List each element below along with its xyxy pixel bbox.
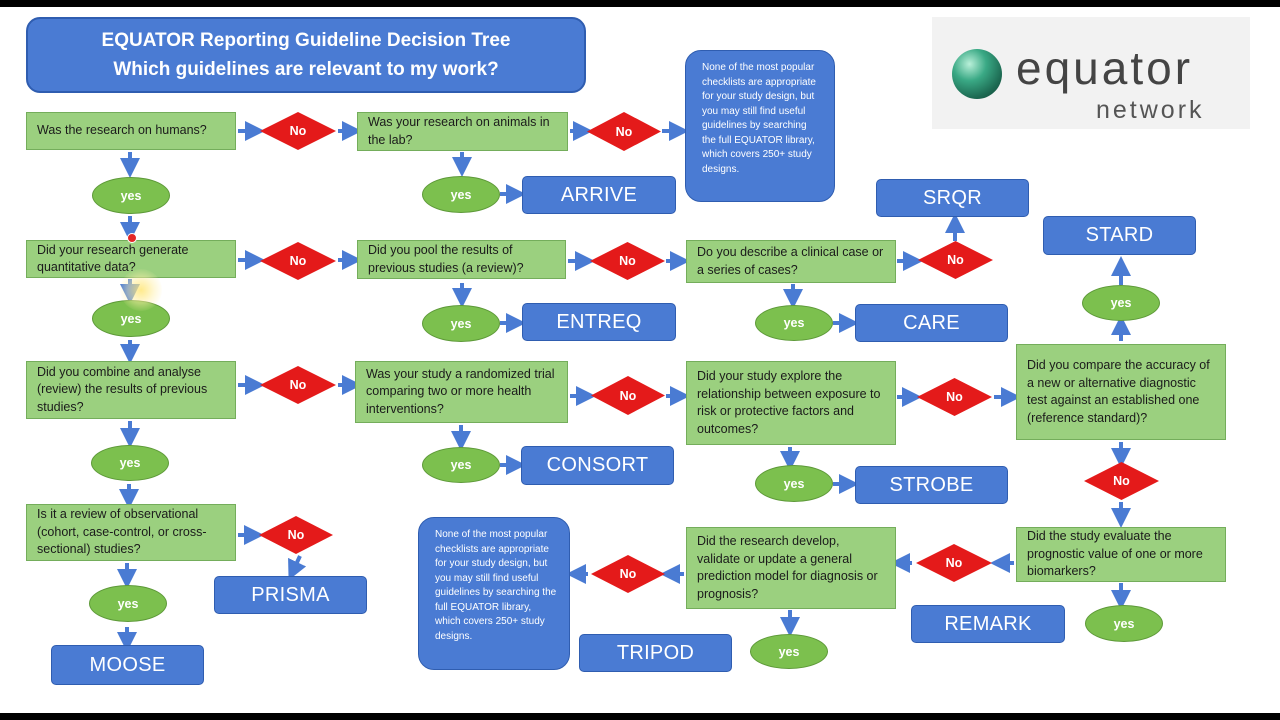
title-banner: EQUATOR Reporting Guideline Decision Tre…: [26, 17, 586, 93]
guideline-remark: REMARK: [911, 605, 1065, 643]
title-line-1: EQUATOR Reporting Guideline Decision Tre…: [101, 30, 511, 51]
guideline-tripod: TRIPOD: [579, 634, 732, 672]
question-clinical-case: Do you describe a clinical case or a ser…: [686, 240, 896, 283]
note-no-checklist-top: None of the most popular checklists are …: [685, 50, 835, 202]
yes-combine: yes: [91, 445, 169, 481]
guideline-consort: CONSORT: [521, 446, 674, 485]
question-combine: Did you combine and analyse (review) the…: [26, 361, 236, 419]
yes-prediction: yes: [750, 634, 828, 669]
no-quantitative-label: No: [289, 254, 307, 268]
yes-biomarkers: yes: [1085, 605, 1163, 642]
no-observational-label: No: [287, 528, 305, 542]
question-rct: Was your study a randomized trial compar…: [355, 361, 568, 423]
question-diagnostic: Did you compare the accuracy of a new or…: [1016, 344, 1226, 440]
no-animals-label: No: [615, 124, 633, 139]
no-pool: No: [589, 241, 666, 281]
question-exposure: Did your study explore the relationship …: [686, 361, 896, 445]
guideline-strobe: STROBE: [855, 466, 1008, 504]
no-clinical-case-label: No: [947, 253, 964, 267]
no-rct-label: No: [619, 388, 637, 403]
question-pool: Did you pool the results of previous stu…: [357, 240, 566, 279]
question-prediction: Did the research develop, validate or up…: [686, 527, 896, 609]
no-exposure: No: [916, 377, 993, 417]
yes-clinical-case: yes: [755, 305, 833, 341]
question-animals: Was your research on animals in the lab?: [357, 112, 568, 151]
equator-logo: equator network: [932, 17, 1250, 129]
decision-tree-canvas: EQUATOR Reporting Guideline Decision Tre…: [0, 7, 1280, 713]
yes-diagnostic: yes: [1082, 285, 1160, 321]
no-humans: No: [259, 111, 337, 151]
no-prediction: No: [590, 554, 666, 594]
logo-word-equator: equator: [1016, 42, 1194, 94]
yes-observational: yes: [89, 585, 167, 622]
no-observational: No: [258, 515, 334, 555]
cursor-highlight: [120, 269, 162, 311]
yes-exposure: yes: [755, 465, 833, 502]
no-quantitative: No: [259, 241, 337, 281]
question-observational: Is it a review of observational (cohort,…: [26, 504, 236, 561]
no-biomarkers-label: No: [945, 556, 963, 570]
no-rct: No: [590, 375, 666, 416]
no-clinical-case: No: [917, 240, 994, 280]
title-line-2: Which guidelines are relevant to my work…: [113, 59, 499, 80]
no-humans-label: No: [289, 124, 307, 138]
guideline-srqr: SRQR: [876, 179, 1029, 217]
no-biomarkers: No: [915, 543, 993, 583]
no-combine: No: [259, 365, 337, 405]
yes-pool: yes: [422, 305, 500, 342]
note-no-checklist-bottom: None of the most popular checklists are …: [418, 517, 570, 670]
guideline-moose: MOOSE: [51, 645, 204, 685]
no-animals: No: [586, 111, 662, 152]
guideline-prisma: PRISMA: [214, 576, 367, 614]
connector-arrows: [117, 121, 1131, 652]
no-prediction-label: No: [619, 567, 637, 581]
guideline-arrive: ARRIVE: [522, 176, 676, 214]
no-combine-label: No: [289, 378, 307, 392]
globe-icon: [952, 49, 1002, 99]
yes-rct: yes: [422, 447, 500, 483]
no-pool-label: No: [619, 254, 636, 268]
no-diagnostic-label: No: [1113, 474, 1130, 488]
cursor-pointer-icon: [127, 233, 137, 243]
logo-word-network: network: [1096, 96, 1205, 124]
no-diagnostic: No: [1083, 461, 1160, 501]
question-humans: Was the research on humans?: [26, 112, 236, 150]
yes-humans: yes: [92, 177, 170, 214]
yes-animals: yes: [422, 176, 500, 213]
question-biomarkers: Did the study evaluate the prognostic va…: [1016, 527, 1226, 582]
no-exposure-label: No: [946, 390, 963, 404]
guideline-care: CARE: [855, 304, 1008, 342]
guideline-entreq: ENTREQ: [522, 303, 676, 341]
guideline-stard: STARD: [1043, 216, 1196, 255]
